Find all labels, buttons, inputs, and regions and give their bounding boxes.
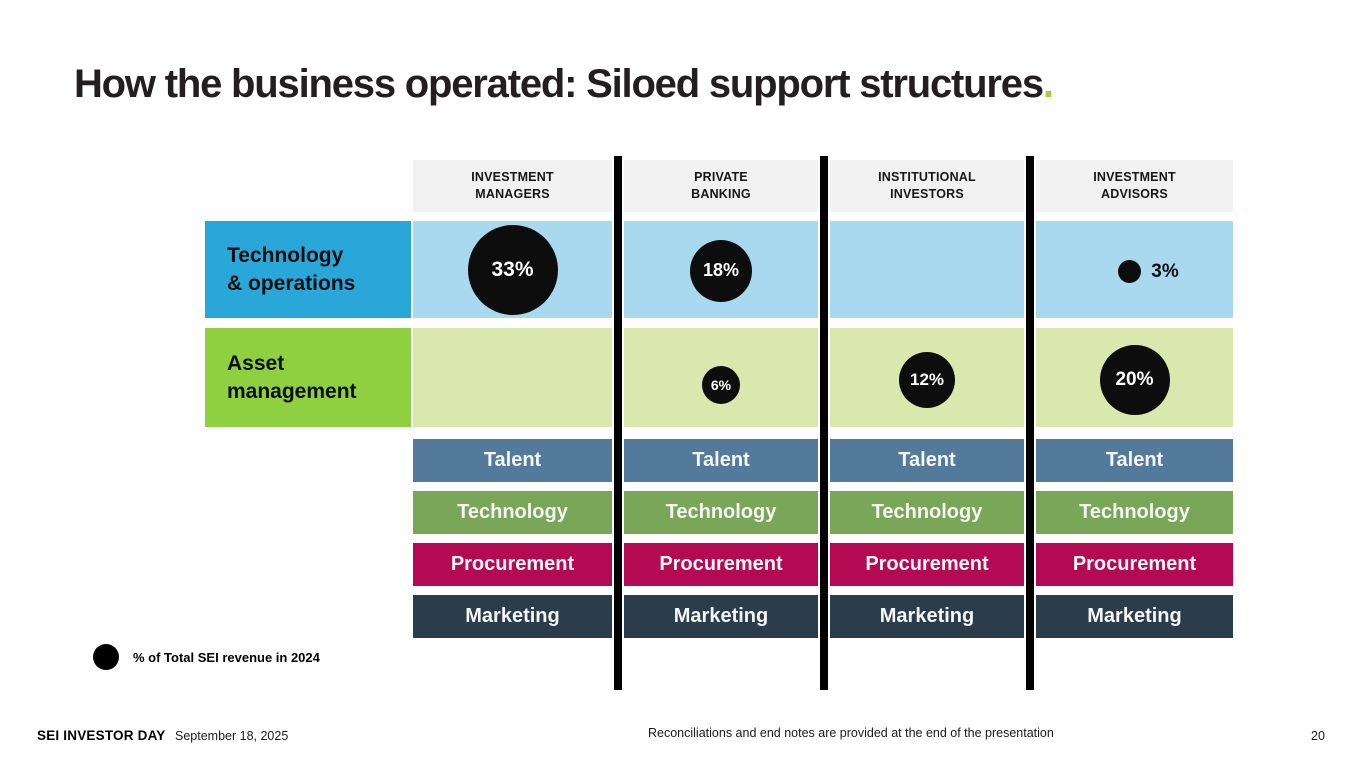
- revenue-bubble: 33%: [467, 224, 558, 315]
- revenue-dot-label: 3%: [1151, 260, 1179, 282]
- support-bar-procurement: Procurement: [413, 543, 612, 586]
- support-bar-procurement: Procurement: [624, 543, 818, 586]
- support-bar-procurement: Procurement: [1036, 543, 1233, 586]
- cell-techops-private-banking: 18%: [624, 221, 818, 318]
- revenue-bubble: 12%: [899, 352, 955, 408]
- support-bar-technology: Technology: [1036, 491, 1233, 534]
- revenue-dot-group: 3%: [1118, 260, 1179, 283]
- row-label-asset-management: Asset management: [205, 328, 411, 427]
- column-header-private-banking: PRIVATE BANKING: [624, 160, 818, 212]
- revenue-bubble: 18%: [690, 239, 752, 302]
- slide-title-text: How the business operated: Siloed suppor…: [74, 62, 1044, 106]
- slide-title: How the business operated: Siloed suppor…: [74, 62, 1054, 107]
- support-bar-talent: Talent: [1036, 439, 1233, 482]
- support-bar-talent: Talent: [413, 439, 612, 482]
- cell-techops-investment-advisors: 3%: [1036, 221, 1233, 318]
- cell-assetmgmt-private-banking: 6%: [624, 328, 818, 427]
- revenue-dot-icon: [1118, 260, 1142, 283]
- footer-brand: SEI INVESTOR DAY: [37, 728, 166, 743]
- column-divider: [614, 156, 622, 690]
- column-divider: [820, 156, 828, 690]
- cell-assetmgmt-investment-managers: [413, 328, 612, 427]
- cell-assetmgmt-investment-advisors: 20%: [1036, 328, 1233, 427]
- footer-note: Reconciliations and end notes are provid…: [648, 726, 1054, 740]
- legend-label: % of Total SEI revenue in 2024: [133, 649, 320, 665]
- legend: % of Total SEI revenue in 2024: [93, 644, 320, 670]
- footer-date: September 18, 2025: [175, 729, 289, 743]
- row-label-technology-operations: Technology & operations: [205, 221, 411, 318]
- cell-techops-investment-managers: 33%: [413, 221, 612, 318]
- support-bar-marketing: Marketing: [830, 595, 1024, 638]
- support-bar-marketing: Marketing: [1036, 595, 1233, 638]
- support-bar-talent: Talent: [830, 439, 1024, 482]
- support-bar-technology: Technology: [624, 491, 818, 534]
- column-header-investment-managers: INVESTMENT MANAGERS: [413, 160, 612, 212]
- revenue-bubble: 20%: [1099, 345, 1170, 415]
- cell-assetmgmt-institutional-investors: 12%: [830, 328, 1024, 427]
- footer-page-number: 20: [1311, 729, 1325, 743]
- cell-techops-institutional-investors: [830, 221, 1024, 318]
- support-bar-technology: Technology: [413, 491, 612, 534]
- support-bar-talent: Talent: [624, 439, 818, 482]
- support-bar-marketing: Marketing: [413, 595, 612, 638]
- column-header-institutional-investors: INSTITUTIONAL INVESTORS: [830, 160, 1024, 212]
- revenue-bubble: 6%: [702, 366, 740, 404]
- title-accent-period: .: [1042, 62, 1054, 106]
- column-divider: [1026, 156, 1034, 690]
- legend-circle-icon: [93, 644, 119, 670]
- support-bar-technology: Technology: [830, 491, 1024, 534]
- column-header-investment-advisors: INVESTMENT ADVISORS: [1036, 160, 1233, 212]
- support-bar-procurement: Procurement: [830, 543, 1024, 586]
- support-bar-marketing: Marketing: [624, 595, 818, 638]
